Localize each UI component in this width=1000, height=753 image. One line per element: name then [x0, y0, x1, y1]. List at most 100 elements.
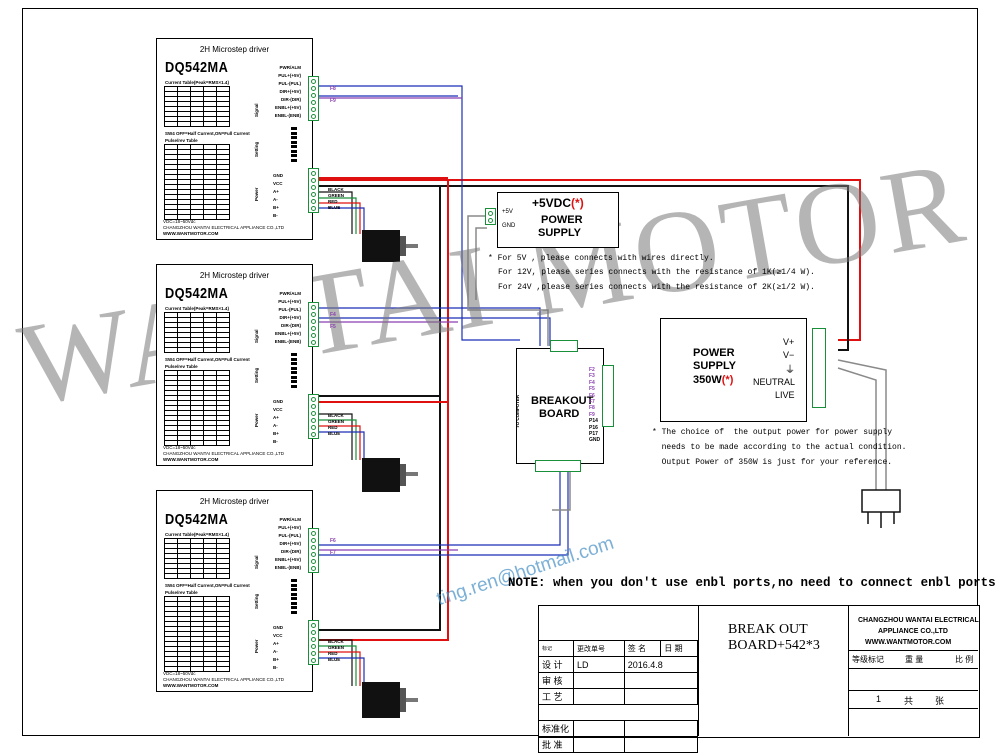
wire-color-label: RED — [328, 199, 338, 204]
breakout-pin-label: P14 — [589, 418, 598, 425]
current-table-label: Current Table(Peak=RMS×1.4) — [165, 532, 229, 537]
signal-label: ENBL-(ENB) — [274, 565, 301, 570]
sw-note: SW4 OFF=Half Current,ON=Full Current — [165, 583, 250, 588]
dip-switch — [291, 154, 297, 157]
current-table — [164, 312, 230, 353]
wire-color-label: BLUE — [328, 205, 341, 210]
psu-350w-line2: SUPPLY — [693, 360, 737, 372]
dip-switch — [291, 375, 297, 379]
col-change: 更改单号 — [573, 640, 625, 657]
col-date: 日 期 — [660, 640, 698, 657]
row-check: 审 核 — [538, 672, 574, 689]
power-label: B+ — [273, 205, 279, 210]
current-table-label: Current Table(Peak=RMS×1.4) — [165, 306, 229, 311]
pin-label: F6 — [330, 538, 336, 544]
breakout-title-1: BREAKOUT — [531, 395, 594, 407]
power-label: A- — [273, 649, 278, 654]
breakout-pin-label: F5 — [589, 386, 595, 393]
driver-vdc: VDC=18~50Vdc — [163, 445, 196, 450]
driver-title: 2H Microstep driver — [199, 45, 270, 54]
signal-label: ENBL-(ENB) — [274, 113, 301, 118]
stepper-motor-3 — [362, 682, 418, 718]
row-standard: 标准化 — [538, 720, 574, 737]
pulse-table-label: Pulse/rev Table — [165, 590, 198, 595]
power-terminal — [308, 620, 319, 665]
dip-switch — [291, 149, 297, 153]
dip-switch — [291, 592, 297, 596]
psu-350w-terminal — [812, 328, 826, 408]
setting-side-label: Setting — [254, 593, 259, 609]
driver-vdc: VDC=18~50Vdc — [163, 671, 196, 676]
wire-color-label: GREEN — [328, 645, 345, 650]
psu-350w-mark: (*) — [721, 374, 734, 386]
driver-company: CHANGZHOU WANTAI ELECTRICAL APPLIANCE CO… — [163, 451, 285, 456]
signal-label: DIR+(+5V) — [279, 541, 301, 546]
power-label: B+ — [273, 657, 279, 662]
pulse-table-label: Pulse/rev Table — [165, 138, 198, 143]
power-side-label: Power — [254, 639, 259, 653]
bus-black-wire — [318, 185, 849, 351]
breakout-pin-label: F9 — [589, 411, 595, 418]
gray-wires — [467, 215, 887, 511]
signal-label: PUL-(PUL) — [278, 81, 302, 86]
driver-company: CHANGZHOU WANTAI ELECTRICAL APPLIANCE CO… — [163, 225, 285, 230]
stage-label: 等级标记 — [852, 655, 884, 664]
drawing-title-1: BREAK OUT — [728, 622, 808, 637]
power-label: GND — [273, 173, 283, 178]
power-label: VCC — [273, 181, 283, 186]
pulse-table — [164, 596, 230, 672]
dip-switch — [291, 131, 297, 135]
driver-vdc: VDC=18~50Vdc — [163, 219, 196, 224]
power-bus — [318, 177, 861, 641]
driver-company: CHANGZHOU WANTAI ELECTRICAL APPLIANCE CO… — [163, 677, 285, 682]
signal-label: ENBL-(ENB) — [274, 339, 301, 344]
power-label: B- — [273, 665, 278, 670]
power-label: A+ — [273, 189, 279, 194]
bus-red-down — [318, 180, 449, 641]
psu-5v-line3: SUPPLY — [538, 227, 582, 239]
psu-350w-note-2: needs to be made according to the actual… — [652, 443, 907, 452]
pin-label: F7 — [330, 550, 336, 556]
dip-switch — [291, 579, 297, 582]
power-label: A+ — [273, 641, 279, 646]
pin-label: F8 — [330, 86, 336, 92]
signal-label: PWR/ALM — [279, 517, 302, 522]
psu-5v-terminal — [485, 208, 496, 225]
dip-switch — [291, 362, 297, 365]
signal-label: PUL+(+5V) — [278, 73, 301, 78]
psu-5v-line2: POWER — [541, 214, 583, 226]
breakout-pin-label: P17 — [589, 430, 598, 437]
signal-label: DIR-(DIR) — [281, 549, 301, 554]
power-side-label: Power — [254, 413, 259, 427]
signal-terminal — [308, 528, 319, 573]
current-table-label: Current Table(Peak=RMS×1.4) — [165, 80, 229, 85]
psu-5v-note-3: For 24V ,please series connects with the… — [498, 283, 815, 292]
signal-label: PUL-(PUL) — [278, 307, 302, 312]
power-label: A+ — [273, 415, 279, 420]
drawing-title-2: BOARD+542*3 — [728, 638, 820, 653]
weight-label: 重 量 — [905, 655, 924, 664]
dip-switch — [291, 583, 297, 587]
motor-wires — [318, 191, 365, 686]
pulse-table — [164, 370, 230, 446]
driver-web: WWW.WANTMOTOR.COM — [163, 683, 219, 688]
signal-label: ENBL+(+5V) — [274, 331, 301, 336]
psu-5v-mark: (*) — [571, 196, 584, 210]
power-label: GND — [273, 399, 283, 404]
current-table — [164, 86, 230, 127]
signal-label: PWR/ALM — [279, 65, 302, 70]
signal-label: DIR-(DIR) — [281, 97, 301, 102]
wire-color-label: RED — [328, 651, 338, 656]
power-plug — [861, 489, 901, 528]
dip-switch — [291, 366, 297, 370]
psu-350w-note-3: Output Power of 350W is just for your re… — [652, 458, 893, 467]
psu-5v-note-2: For 12V, please series connects with the… — [498, 268, 815, 277]
psu-5v-note-1: * For 5V , please connects with wires di… — [488, 254, 714, 263]
breakout-pin-label: GND — [589, 437, 601, 444]
enbl-note: NOTE: when you don't use enbl ports,no n… — [508, 576, 996, 590]
